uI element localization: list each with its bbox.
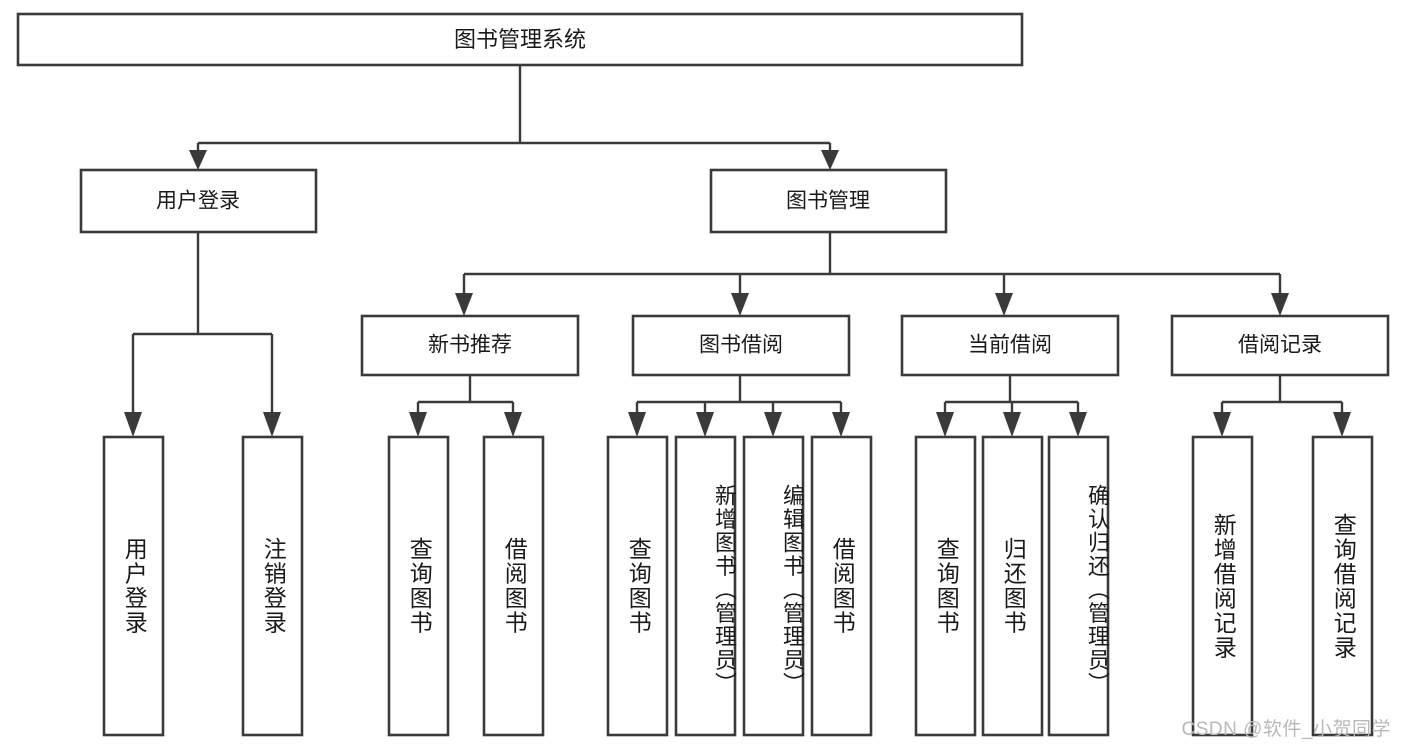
node-root-box[interactable] (16, 12, 1024, 67)
node-book-manage-label: 图书管理 (786, 190, 870, 213)
arrow-leaf-query-record (1333, 412, 1351, 437)
node-book-borrow[interactable]: 图书借阅 (631, 314, 851, 377)
node-new-book-recommend-box[interactable] (360, 314, 580, 377)
connector-layer (124, 65, 1351, 437)
arrow-leaf-confirm-return (1069, 412, 1087, 437)
node-book-manage-box[interactable] (709, 168, 948, 234)
node-leaf-return-book-box[interactable] (981, 435, 1044, 737)
node-current-borrow-label: 当前借阅 (968, 334, 1052, 357)
leaf-box-layer (102, 435, 1374, 737)
arrow-book-manage (821, 150, 839, 170)
node-leaf-query-book-2-box[interactable] (606, 435, 669, 737)
node-root-label: 图书管理系统 (454, 27, 586, 52)
node-leaf-borrow-book-1-box[interactable] (482, 435, 545, 737)
arrow-leaf-user-login (124, 412, 142, 437)
node-new-book-recommend[interactable]: 新书推荐 (360, 314, 580, 377)
node-leaf-query-book-1-box[interactable] (387, 435, 450, 737)
node-leaf-confirm-return-box[interactable] (1047, 435, 1110, 737)
node-current-borrow-box[interactable] (900, 314, 1120, 377)
arrow-leaf-return-book (1003, 412, 1021, 437)
node-current-borrow[interactable]: 当前借阅 (900, 314, 1120, 377)
node-borrow-record-box[interactable] (1170, 314, 1390, 377)
arrow-user-login (189, 150, 207, 170)
node-leaf-add-record-box[interactable] (1191, 435, 1254, 737)
node-new-book-recommend-label: 新书推荐 (428, 334, 512, 357)
node-leaf-query-book-3-box[interactable] (914, 435, 977, 737)
arrow-new-book-recommend (455, 293, 473, 316)
node-user-login-box[interactable] (79, 168, 318, 234)
csdn-watermark: CSDN @软件_小贺同学 (1181, 719, 1391, 740)
arrow-leaf-add-book (696, 412, 714, 437)
node-leaf-user-logout-box[interactable] (241, 435, 304, 737)
node-leaf-add-book-box[interactable] (674, 435, 737, 737)
node-borrow-record[interactable]: 借阅记录 (1170, 314, 1390, 377)
arrow-current-borrow (995, 293, 1013, 316)
node-borrow-record-label: 借阅记录 (1238, 334, 1322, 357)
node-leaf-borrow-book-2-box[interactable] (810, 435, 873, 737)
node-book-borrow-box[interactable] (631, 314, 851, 377)
arrow-leaf-add-record (1213, 412, 1231, 437)
node-user-login-label: 用户登录 (156, 190, 240, 213)
arrow-leaf-borrow-book-1 (504, 412, 522, 437)
arrow-leaf-edit-book (764, 412, 782, 437)
node-user-login[interactable]: 用户登录 (79, 168, 318, 234)
arrow-leaf-query-book-1 (409, 412, 427, 437)
node-book-manage[interactable]: 图书管理 (709, 168, 948, 234)
arrow-book-borrow (731, 293, 749, 316)
arrow-borrow-record (1271, 293, 1289, 316)
arrow-leaf-query-book-2 (628, 412, 646, 437)
node-leaf-query-record-box[interactable] (1311, 435, 1374, 737)
node-root[interactable]: 图书管理系统 (16, 12, 1024, 67)
node-leaf-user-login-box[interactable] (102, 435, 165, 737)
arrow-leaf-borrow-book-2 (832, 412, 850, 437)
node-book-borrow-label: 图书借阅 (699, 334, 783, 357)
node-leaf-edit-book-box[interactable] (742, 435, 805, 737)
arrow-leaf-query-book-3 (936, 412, 954, 437)
arrow-leaf-user-logout (263, 412, 281, 437)
